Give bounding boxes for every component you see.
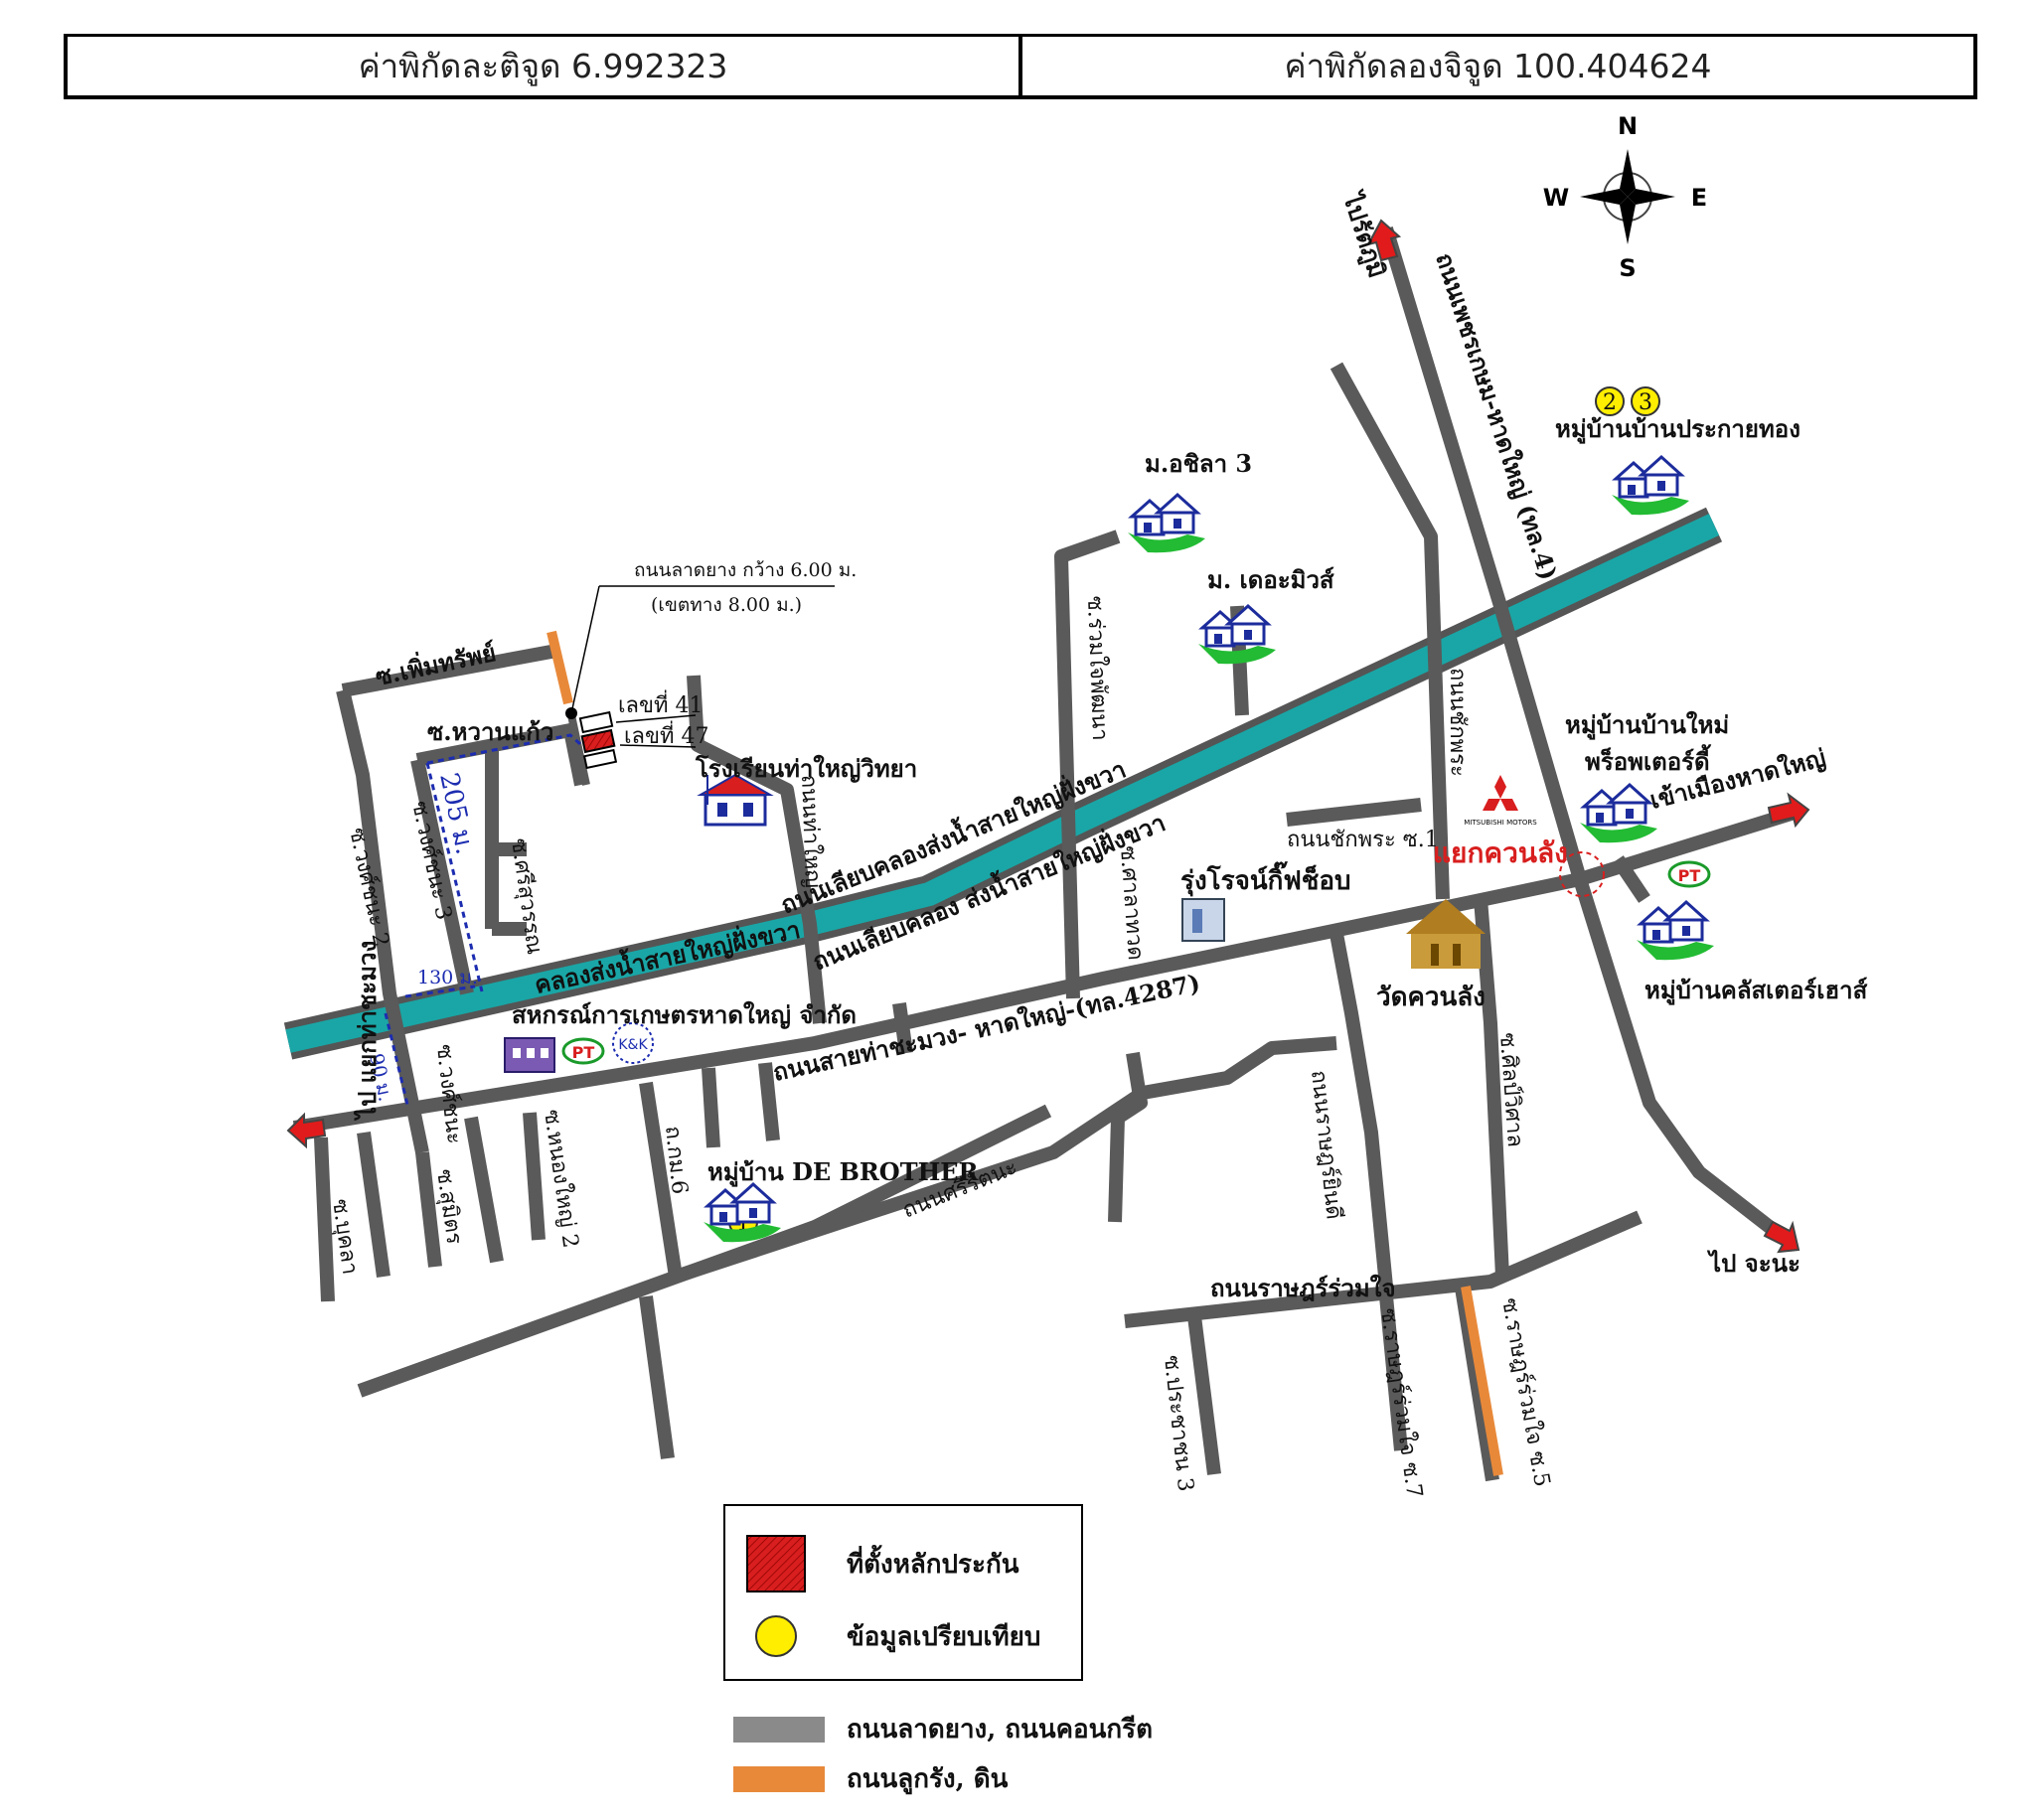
soi-wongsatana2-label: ซ.วงศ์ชนะ 2 (344, 826, 393, 949)
place-prakaithong: หมู่บ้านบ้านประกายทอง (1555, 414, 1800, 444)
legend-paved-text: ถนนลาดยาง, ถนนคอนกรีต (847, 1715, 1154, 1744)
soi-wongsatana-label: ซ.วงศ์ชนะ (431, 1043, 466, 1145)
school-icon (697, 773, 774, 827)
compass-w: W (1543, 184, 1569, 212)
house-icon-newhome (1578, 783, 1659, 844)
soi-salathawat-label: ซ.ศาลาทวด (1115, 845, 1148, 962)
collateral-plots (565, 585, 835, 786)
mitsubishi-text: MITSUBISHI MOTORS (1464, 819, 1537, 827)
latitude-label: ค่าพิกัดละติจูด 6.992323 (358, 47, 728, 85)
lot-47-label: เลขที่ 47 (624, 720, 709, 749)
mitsubishi-logo-icon: MITSUBISHI MOTORS (1464, 775, 1537, 827)
soi-permsap-label: ซ.เพิ่มทรัพย์ (373, 635, 499, 691)
legend-comparison-text: ข้อมูลเปรียบเทียบ (847, 1621, 1041, 1652)
legend-box: ที่ตั้งหลักประกัน ข้อมูลเปรียบเทียบ (723, 1504, 1083, 1681)
dist-130-label: 130 ม. (417, 967, 478, 988)
distance-lines (384, 733, 583, 1106)
to-thachamuang-label: ไป แยกท่าชะมวง (353, 941, 382, 1122)
laterite-road-bottom (1461, 1286, 1503, 1476)
house-icon-achila (1126, 493, 1207, 554)
legend-laterite: ถนนลูกรัง, ดิน (733, 1758, 1008, 1799)
paved-swatch-icon (733, 1716, 825, 1743)
soi-chakphra-label: ถนนชักพระ (1445, 668, 1470, 777)
soi-nongyai2-label: ซ.หนองใหญ่ 2 (539, 1108, 583, 1250)
legend-collateral: ที่ตั้งหลักประกัน (745, 1534, 1018, 1593)
kk-logo-icon: K&K (612, 1022, 654, 1064)
laterite-road-top (547, 630, 573, 705)
soi-ruamjai-label: ซ.ร่วมใจพัฒนา (1082, 595, 1113, 741)
direction-arrows (286, 219, 1810, 1254)
pt-text-1: PT (572, 1043, 595, 1062)
to-chana-label: ไป จะนะ (1706, 1249, 1800, 1278)
marker-3: 3 (1639, 390, 1652, 415)
comparison-swatch-icon (755, 1615, 797, 1657)
pt-text-2: PT (1678, 866, 1701, 885)
place-coop: สหกรณ์การเกษตรหาดใหญ่ จำกัด (512, 1000, 857, 1029)
temple-icon (1406, 899, 1486, 969)
compass-rose-icon: N S W E (1543, 112, 1707, 282)
place-school: โรงเรียนท่าใหญ่วิทยา (695, 754, 917, 783)
soi-srisuwan-label: ซ.ศรีสุวรรณ (506, 836, 547, 956)
marker-2: 2 (1603, 390, 1617, 415)
soi-ratruamjai5-label: ซ.ราษฎร์ร่วมใจ ซ.5 (1496, 1296, 1555, 1489)
arrow-west-icon (286, 1112, 327, 1149)
shop-icon (1181, 898, 1225, 942)
compass-s: S (1619, 254, 1636, 282)
coordinate-header: ค่าพิกัดละติจูด 6.992323 ค่าพิกัดลองจิจู… (64, 34, 1977, 99)
legend-comparison: ข้อมูลเปรียบเทียบ (753, 1613, 1040, 1659)
place-gift-shop: รุ่งโรจน์กิ๊ฟช็อบ (1180, 861, 1351, 897)
place-newhome-1: หมู่บ้านบ้านใหม่ (1565, 710, 1729, 740)
road-width-line1: ถนนลาดยาง กว้าง 6.00 ม. (634, 559, 857, 581)
road-ratruamjai-label: ถนนราษฎร์ร่วมใจ (1210, 1274, 1396, 1302)
soi-waankaew-label: ซ.หวานแก้ว (427, 717, 553, 746)
collateral-swatch-icon (746, 1535, 806, 1592)
junction-circle-icon (1559, 851, 1605, 897)
road-ratbamrung-label: ถนนราษฎร์ยินดี (1306, 1069, 1346, 1221)
arrow-southeast-icon (1763, 1220, 1800, 1254)
longitude-label: ค่าพิกัดลองจิจูด 100.404624 (1018, 37, 1973, 95)
kk-text: K&K (618, 1037, 648, 1053)
road-width-line2: (เขตทาง 8.00 ม.) (651, 594, 802, 616)
compass-n: N (1618, 112, 1638, 140)
legend-laterite-text: ถนนลูกรัง, ดิน (847, 1764, 1009, 1794)
junction-label: แยกควนลัง (1433, 836, 1568, 869)
arrow-north-icon (1366, 219, 1402, 262)
place-newhome-2: พร็อพเตอร์ดี้ (1585, 743, 1712, 776)
lot-41-label: เลขที่ 41 (618, 689, 704, 718)
house-icon-mews (1196, 604, 1278, 666)
soi-prachachon3-label: ซ.ประชาชน 3 (1159, 1354, 1197, 1493)
canal-label: คลองส่งน้ำสายใหญ่ฝั่งขวา (531, 911, 802, 999)
place-the-mews: ม. เดอะมิวส์ (1207, 565, 1334, 594)
laterite-swatch-icon (733, 1765, 825, 1792)
coop-building-icon (504, 1037, 555, 1073)
road-network (292, 226, 1798, 1482)
place-brother: หมู่บ้าน DE BROTHER (707, 1157, 980, 1187)
place-temple: วัดควนลัง (1376, 983, 1486, 1012)
soi-chakphra1-label: ถนนชักพระ ซ.1 (1287, 828, 1439, 852)
soi-tha-yai-label: ถนนท่าใหญ่ (796, 774, 826, 888)
canal-water (285, 514, 1720, 1053)
legend-paved: ถนนลาดยาง, ถนนคอนกรีต (733, 1709, 1153, 1749)
place-achila3: ม.อชิลา 3 (1145, 449, 1252, 478)
soi-ratruamjai7-label: ซ.ราษฎร์ร่วมใจ ซ.7 (1375, 1306, 1428, 1499)
compass-e: E (1691, 184, 1707, 212)
legend-collateral-text: ที่ตั้งหลักประกัน (847, 1549, 1019, 1580)
pt-logo-icon: PT PT (561, 860, 1711, 1065)
house-icon-prakaithong (1610, 455, 1691, 517)
place-cluster: หมู่บ้านคลัสเตอร์เฮาส์ (1644, 976, 1868, 1005)
arrow-east-icon (1767, 792, 1810, 829)
house-icon-cluster (1635, 900, 1716, 962)
house-icon-brother (702, 1182, 783, 1244)
